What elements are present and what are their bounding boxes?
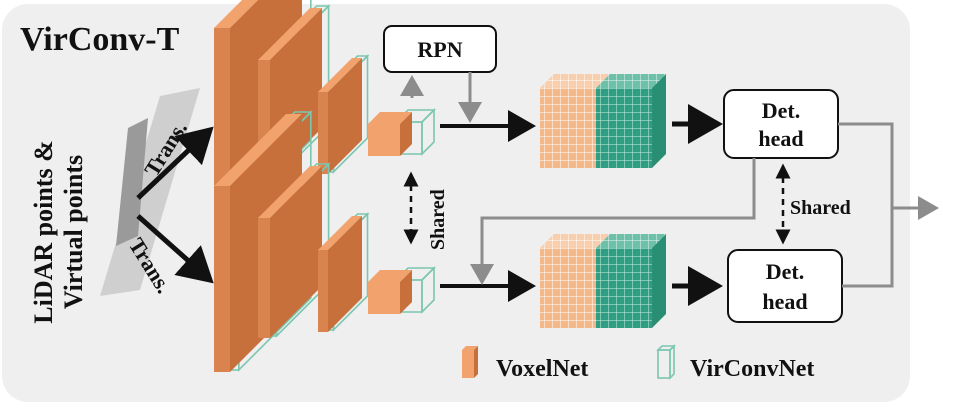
voxel-cube-top — [368, 112, 412, 124]
legend-virconvnet-swatch — [657, 349, 671, 379]
rpn-box — [383, 25, 497, 73]
voxel-cube-front — [368, 124, 400, 156]
det-head-top-line2: head — [758, 126, 803, 151]
voxel-layer-side-2 — [270, 166, 322, 338]
legend-virconvnet: VirConvNet — [656, 344, 814, 382]
voxel-cube-side — [400, 270, 412, 314]
voxel-layer-front-1 — [214, 28, 230, 214]
voxel-cube-side — [400, 112, 412, 156]
voxel-layer-side-3 — [328, 58, 362, 174]
det-head-top-line1: Det. — [762, 98, 800, 123]
voxel-layer-top-3 — [318, 216, 362, 250]
input-label-line1: LiDAR points & — [29, 140, 58, 323]
input-label: LiDAR points & Virtual points — [29, 140, 88, 323]
voxel-cube-top — [368, 270, 412, 282]
legend-virconvnet-label: VirConvNet — [690, 356, 814, 382]
diagram-title: VirConv-T — [20, 21, 180, 58]
det-head-bottom-line1: Det. — [766, 259, 804, 284]
output-line-bottom — [842, 208, 894, 288]
voxel-layer-side-3 — [328, 216, 362, 332]
voxel-layer-top-1 — [214, 0, 258, 28]
legend-voxelnet-label: VoxelNet — [496, 356, 588, 382]
trans-arrow-bottom — [136, 214, 214, 284]
voxel-layer-front-1 — [214, 186, 230, 372]
rpn-label: RPN — [417, 37, 462, 62]
output-line-top — [838, 122, 894, 208]
voxel-layer-front-3 — [318, 250, 328, 332]
voxel-layer-top-2 — [258, 166, 322, 218]
legend-voxelnet-swatch — [462, 350, 474, 378]
proposal-feedback-path — [470, 158, 756, 285]
feature-grid-bottom — [540, 234, 666, 328]
legend-voxelnet-swatch-top — [462, 346, 478, 350]
voxel-layer-front-3 — [318, 92, 328, 174]
legend-voxelnet: VoxelNet — [462, 346, 588, 382]
legend-voxelnet-swatch-side — [474, 346, 478, 378]
backbone-bottom — [214, 110, 436, 372]
voxel-layer-top-3 — [318, 58, 362, 92]
voxel-layer-top-2 — [258, 8, 322, 60]
trans-arrow-top — [136, 126, 214, 200]
voxel-layer-front-2 — [258, 218, 270, 338]
shared-head-label: Shared — [790, 197, 851, 219]
shared-backbone-label: Shared — [427, 189, 449, 250]
feature-grid-top — [540, 74, 666, 168]
det-head-bottom-line2: head — [762, 289, 807, 314]
input-label-line2: Virtual points — [59, 155, 88, 309]
voxel-layer-top-1 — [214, 114, 302, 186]
voxel-cube-front — [368, 282, 400, 314]
